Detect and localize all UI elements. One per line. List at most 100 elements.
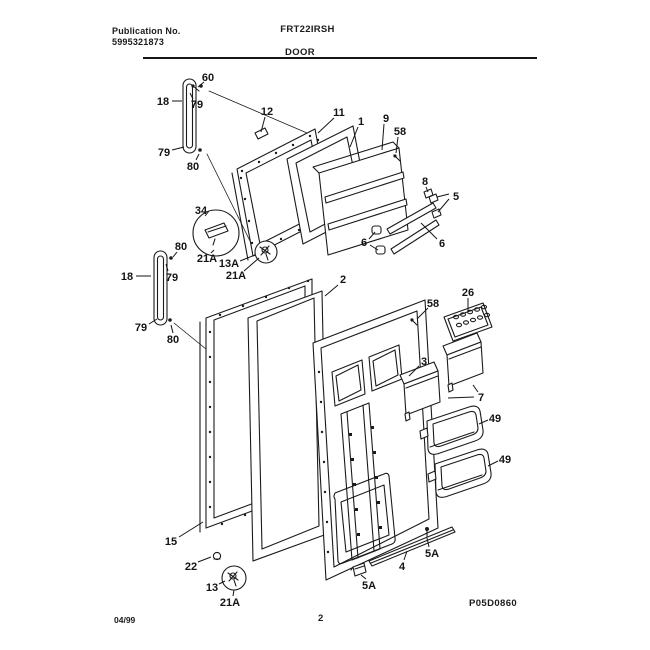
callout-label-21a: 21A <box>220 597 240 609</box>
callout-label-21a: 21A <box>197 253 217 265</box>
callout-leader-line <box>382 124 384 150</box>
callout-leader-line <box>426 187 428 192</box>
model-number: FRT22IRSH <box>280 24 335 35</box>
rail-screw-5a-icon <box>425 527 429 537</box>
callout-label-21a: 21A <box>226 270 246 282</box>
detail-circle-handle-screw-13 <box>222 566 246 590</box>
header-rule <box>143 57 537 59</box>
callout-label-49: 49 <box>499 454 511 466</box>
section-title: DOOR <box>284 47 316 58</box>
callout-leader-line <box>325 285 338 296</box>
door-bin <box>420 406 483 454</box>
callout-label-5a: 5A <box>362 580 376 592</box>
callout-label-6: 6 <box>439 238 445 250</box>
callout-leader-line <box>409 366 419 376</box>
freezer-door-assembly <box>183 79 441 263</box>
callout-label-79: 79 <box>158 147 170 159</box>
refrigerator-door-assembly <box>154 251 492 590</box>
callout-label-7: 7 <box>478 392 484 404</box>
callout-leader-line <box>196 154 199 160</box>
callout-label-13: 13 <box>206 582 218 594</box>
dairy-door <box>400 362 440 421</box>
rail-end-cap-6 <box>376 246 385 254</box>
callout-leader-line <box>205 211 209 216</box>
callout-label-8: 8 <box>422 176 428 188</box>
refrigerator-door-handle <box>154 251 173 325</box>
dairy-cover <box>443 333 483 392</box>
callout-leader-line <box>240 255 255 261</box>
callout-leader-line <box>190 93 193 99</box>
callout-label-3: 3 <box>421 356 427 368</box>
callout-label-1: 1 <box>358 116 364 128</box>
callout-leader-line <box>233 590 234 596</box>
handle-screw-icon <box>198 148 202 152</box>
callout-leader-line <box>427 538 429 547</box>
egg-tray <box>444 303 492 341</box>
refrigerator-door-inner-panel <box>313 300 438 580</box>
callout-leader-line <box>198 82 204 87</box>
door-bin <box>428 449 491 497</box>
publication-number: 5995321873 <box>112 37 165 47</box>
screw-58-icon <box>410 318 417 325</box>
callout-leader-line <box>404 551 407 560</box>
door-bottom-rail <box>369 527 455 566</box>
callout-label-13a: 13A <box>219 258 239 270</box>
callout-leader-line <box>479 420 488 424</box>
lower-panel-recess <box>334 473 395 563</box>
rail-bracket-5a <box>351 563 366 576</box>
detail-circle-handle-trim-34 <box>193 210 239 256</box>
callout-label-79: 79 <box>135 322 147 334</box>
callout-label-80: 80 <box>175 241 187 253</box>
callout-label-15: 15 <box>165 536 177 548</box>
screw-60-icon <box>191 84 199 91</box>
callout-leader-line <box>172 147 184 150</box>
callout-label-79: 79 <box>166 272 178 284</box>
freezer-door-handle <box>183 79 203 153</box>
mounting-construction-line <box>209 91 307 133</box>
callout-leader-line <box>244 258 259 271</box>
handle-screw-icon <box>168 318 172 322</box>
footer-page-number: 2 <box>318 613 324 624</box>
callout-label-58: 58 <box>394 126 406 138</box>
callout-leader-line <box>396 137 398 153</box>
callout-leader-line <box>198 557 211 562</box>
callout-label-79: 79 <box>191 99 203 111</box>
publication-label: Publication No. <box>112 26 181 36</box>
callout-label-2: 2 <box>340 274 346 286</box>
callout-leader-line <box>179 522 203 537</box>
plug-button-22 <box>213 552 220 559</box>
callout-leader-line <box>448 397 474 398</box>
callout-leader-line <box>173 252 177 257</box>
callout-leader-line <box>438 199 449 212</box>
callout-label-80: 80 <box>167 334 179 346</box>
callout-label-18: 18 <box>121 271 133 283</box>
callout-label-4: 4 <box>399 561 406 573</box>
refrigerator-door-gasket <box>248 291 327 561</box>
callout-leader-line <box>166 264 168 271</box>
publication-block: Publication No. 5995321873 <box>112 26 181 48</box>
callout-label-11: 11 <box>333 107 345 119</box>
callout-label-60: 60 <box>202 72 214 84</box>
callout-leader-line <box>219 581 225 584</box>
callout-label-34: 34 <box>195 205 208 217</box>
callout-leader-line <box>350 127 358 147</box>
freezer-door-rail <box>387 203 436 234</box>
callout-leader-line <box>361 575 366 579</box>
detail-circle-handle-screw-13a <box>255 241 277 263</box>
callout-label-49: 49 <box>489 413 501 425</box>
callout-label-6: 6 <box>361 237 367 249</box>
handle-screw-icon <box>169 256 173 260</box>
footer-diagram-code: P05D0860 <box>469 598 518 609</box>
callout-leader-line <box>473 385 478 392</box>
rail-retainer-5 <box>429 194 438 203</box>
callout-leader-line <box>488 461 498 466</box>
callout-label-22: 22 <box>185 561 197 573</box>
callout-leader-line <box>370 245 378 250</box>
callout-leader-line <box>369 232 375 239</box>
mounting-construction-line <box>207 154 250 241</box>
panel-screw-holes <box>317 370 330 554</box>
footer-date: 04/99 <box>114 615 136 625</box>
